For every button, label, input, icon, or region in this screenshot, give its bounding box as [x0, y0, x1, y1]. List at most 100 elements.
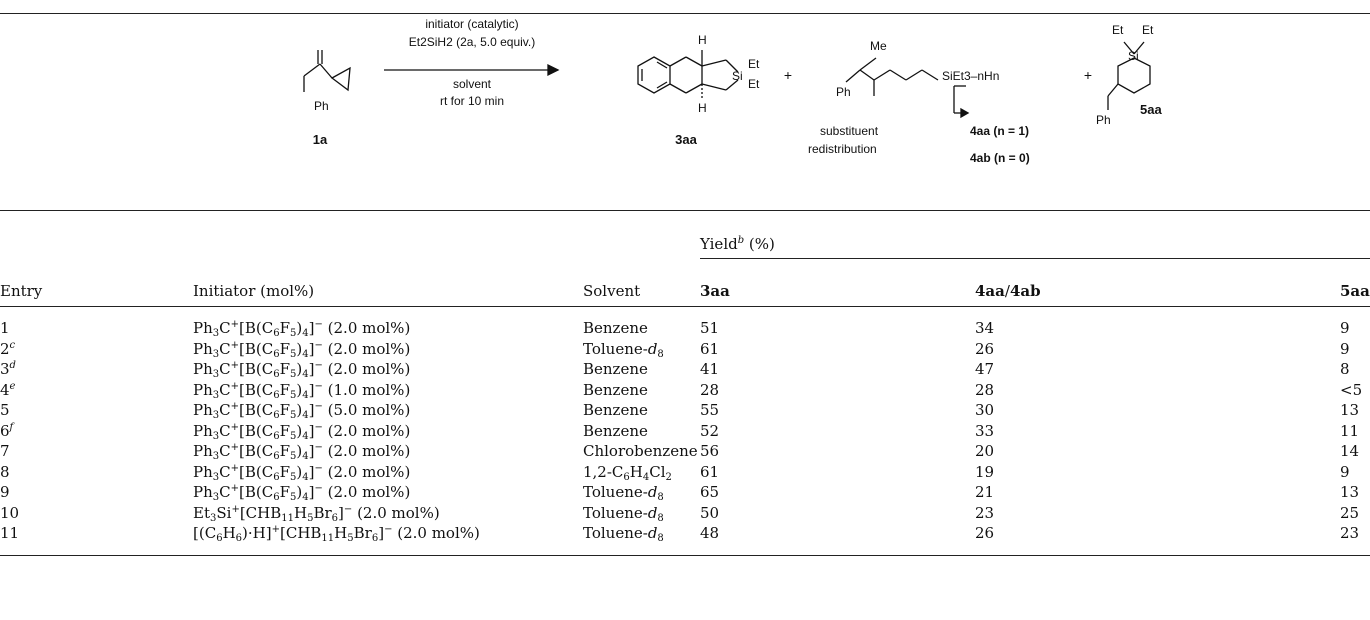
- initiator-cell: Ph3C+[B(C6F5)4]− (2.0 mol%): [193, 462, 411, 483]
- redistribution-note-2: redistribution: [808, 142, 877, 156]
- solvent-cell: Benzene: [583, 401, 648, 419]
- entry-cell: 1: [0, 319, 10, 337]
- top-rule: [0, 13, 1370, 14]
- initiator-cell: Ph3C+[B(C6F5)4]− (5.0 mol%): [193, 401, 411, 421]
- condition-time: rt for 10 min: [440, 94, 504, 108]
- yield-4aa-cell: 30: [975, 401, 995, 419]
- yield-3aa-cell: 61: [700, 339, 720, 358]
- compound-4aa-label: 4aa (n = 1): [970, 124, 1029, 138]
- yield-4aa-cell: 19: [975, 462, 995, 481]
- entry-cell: 2c: [0, 339, 16, 358]
- product-3aa-et-1: Et: [748, 57, 760, 71]
- scheme-rule: [0, 210, 1370, 211]
- product-3aa-h-top: H: [698, 33, 707, 47]
- yield-3aa-cell: 51: [700, 319, 720, 337]
- redistribution-note-1: substituent: [820, 124, 879, 138]
- compound-4ab-label: 4ab (n = 0): [970, 151, 1030, 165]
- reactant-ph-label: Ph: [314, 99, 329, 113]
- solvent-cell: Benzene: [583, 421, 648, 440]
- yield-3aa-cell: 61: [700, 462, 720, 481]
- plus-sign-2: +: [1084, 67, 1092, 83]
- solvent-cell: Toluene-d8: [583, 339, 664, 360]
- initiator-cell: Et3Si+[CHB11H5Br6]− (2.0 mol%): [193, 503, 440, 524]
- yield-header: Yieldb (%): [700, 235, 775, 253]
- yield-4aa-cell: 20: [975, 442, 995, 460]
- initiator-cell: Ph3C+[B(C6F5)4]− (2.0 mol%): [193, 421, 411, 442]
- compound-1a-label: 1a: [313, 132, 328, 147]
- solvent-cell: Chlorobenzene: [583, 442, 698, 460]
- initiator-cell: [(C6H6)·H]+[CHB11H5Br6]− (2.0 mol%): [193, 524, 480, 544]
- col-initiator: Initiator (mol%): [193, 282, 315, 300]
- header-rule: [0, 306, 1370, 307]
- condition-silane: Et2SiH2 (2a, 5.0 equiv.): [409, 35, 536, 49]
- col-entry: Entry: [0, 282, 43, 300]
- col-4aa-4ab: 4aa/4ab: [975, 282, 1041, 300]
- yield-4aa-cell: 26: [975, 339, 995, 358]
- solvent-cell: Toluene-d8: [583, 483, 664, 503]
- yield-3aa-cell: 28: [700, 380, 720, 399]
- yield-5aa-cell: 9: [1340, 339, 1350, 358]
- solvent-cell: Benzene: [583, 319, 648, 337]
- yield-5aa-cell: 9: [1340, 319, 1350, 337]
- product-5aa-et-1: Et: [1112, 23, 1124, 37]
- solvent-cell: Toluene-d8: [583, 524, 664, 544]
- yield-5aa-cell: 13: [1340, 483, 1360, 501]
- yield-5aa-cell: 25: [1340, 503, 1360, 522]
- col-3aa: 3aa: [700, 282, 730, 300]
- initiator-cell: Ph3C+[B(C6F5)4]− (2.0 mol%): [193, 360, 411, 380]
- entry-cell: 9: [0, 483, 10, 501]
- yield-5aa-cell: <5: [1340, 380, 1363, 399]
- yield-3aa-cell: 55: [700, 401, 720, 419]
- initiator-cell: Ph3C+[B(C6F5)4]− (1.0 mol%): [193, 380, 411, 401]
- product-4-me: Me: [870, 39, 887, 53]
- solvent-cell: Benzene: [583, 360, 648, 378]
- solvent-cell: Toluene-d8: [583, 503, 664, 524]
- product-4-ph: Ph: [836, 85, 851, 99]
- entry-cell: 8: [0, 462, 10, 481]
- yield-4aa-cell: 28: [975, 380, 995, 399]
- yield-3aa-cell: 56: [700, 442, 720, 460]
- condition-solvent: solvent: [453, 77, 492, 91]
- yield-4aa-cell: 34: [975, 319, 995, 337]
- yield-3aa-cell: 65: [700, 483, 720, 501]
- col-solvent: Solvent: [583, 282, 641, 300]
- initiator-cell: Ph3C+[B(C6F5)4]− (2.0 mol%): [193, 339, 411, 360]
- solvent-cell: 1,2-C6H4Cl2: [583, 462, 672, 483]
- yield-4aa-cell: 21: [975, 483, 995, 501]
- product-3aa-h-bottom: H: [698, 101, 707, 115]
- entry-cell: 11: [0, 524, 20, 542]
- yield-5aa-cell: 8: [1340, 360, 1350, 378]
- initiator-cell: Ph3C+[B(C6F5)4]− (2.0 mol%): [193, 483, 411, 503]
- entry-cell: 4e: [0, 380, 16, 399]
- yield-4aa-cell: 33: [975, 421, 995, 440]
- solvent-cell: Benzene: [583, 380, 648, 399]
- yield-5aa-cell: 9: [1340, 462, 1350, 481]
- plus-sign-1: +: [784, 67, 792, 83]
- yield-4aa-cell: 26: [975, 524, 995, 542]
- yield-4aa-cell: 23: [975, 503, 995, 522]
- yield-3aa-cell: 41: [700, 360, 720, 378]
- yield-3aa-cell: 52: [700, 421, 720, 440]
- yield-header-rule: [700, 258, 1370, 259]
- product-4-silyl: SiEt3–nHn: [942, 69, 999, 83]
- yield-5aa-cell: 23: [1340, 524, 1360, 542]
- yield-3aa-cell: 48: [700, 524, 720, 542]
- entry-cell: 3d: [0, 360, 16, 378]
- yield-5aa-cell: 11: [1340, 421, 1360, 440]
- product-5aa-ph: Ph: [1096, 113, 1111, 127]
- reaction-scheme: Ph 1a initiator (catalytic) Et2SiH2 (2a,…: [303, 17, 1162, 165]
- initiator-cell: Ph3C+[B(C6F5)4]− (2.0 mol%): [193, 442, 411, 462]
- product-3aa-et-2: Et: [748, 77, 760, 91]
- product-3aa-si: Si: [732, 69, 743, 83]
- entry-cell: 6f: [0, 421, 14, 440]
- product-5aa-si: Si: [1128, 49, 1139, 63]
- entry-cell: 5: [0, 401, 10, 419]
- yield-4aa-cell: 47: [975, 360, 995, 378]
- bottom-rule: [0, 555, 1370, 556]
- product-5aa-et-2: Et: [1142, 23, 1154, 37]
- yield-5aa-cell: 14: [1340, 442, 1360, 460]
- condition-initiator: initiator (catalytic): [425, 17, 518, 31]
- yield-5aa-cell: 13: [1340, 401, 1360, 419]
- initiator-cell: Ph3C+[B(C6F5)4]− (2.0 mol%): [193, 319, 411, 339]
- col-5aa: 5aa: [1340, 282, 1370, 300]
